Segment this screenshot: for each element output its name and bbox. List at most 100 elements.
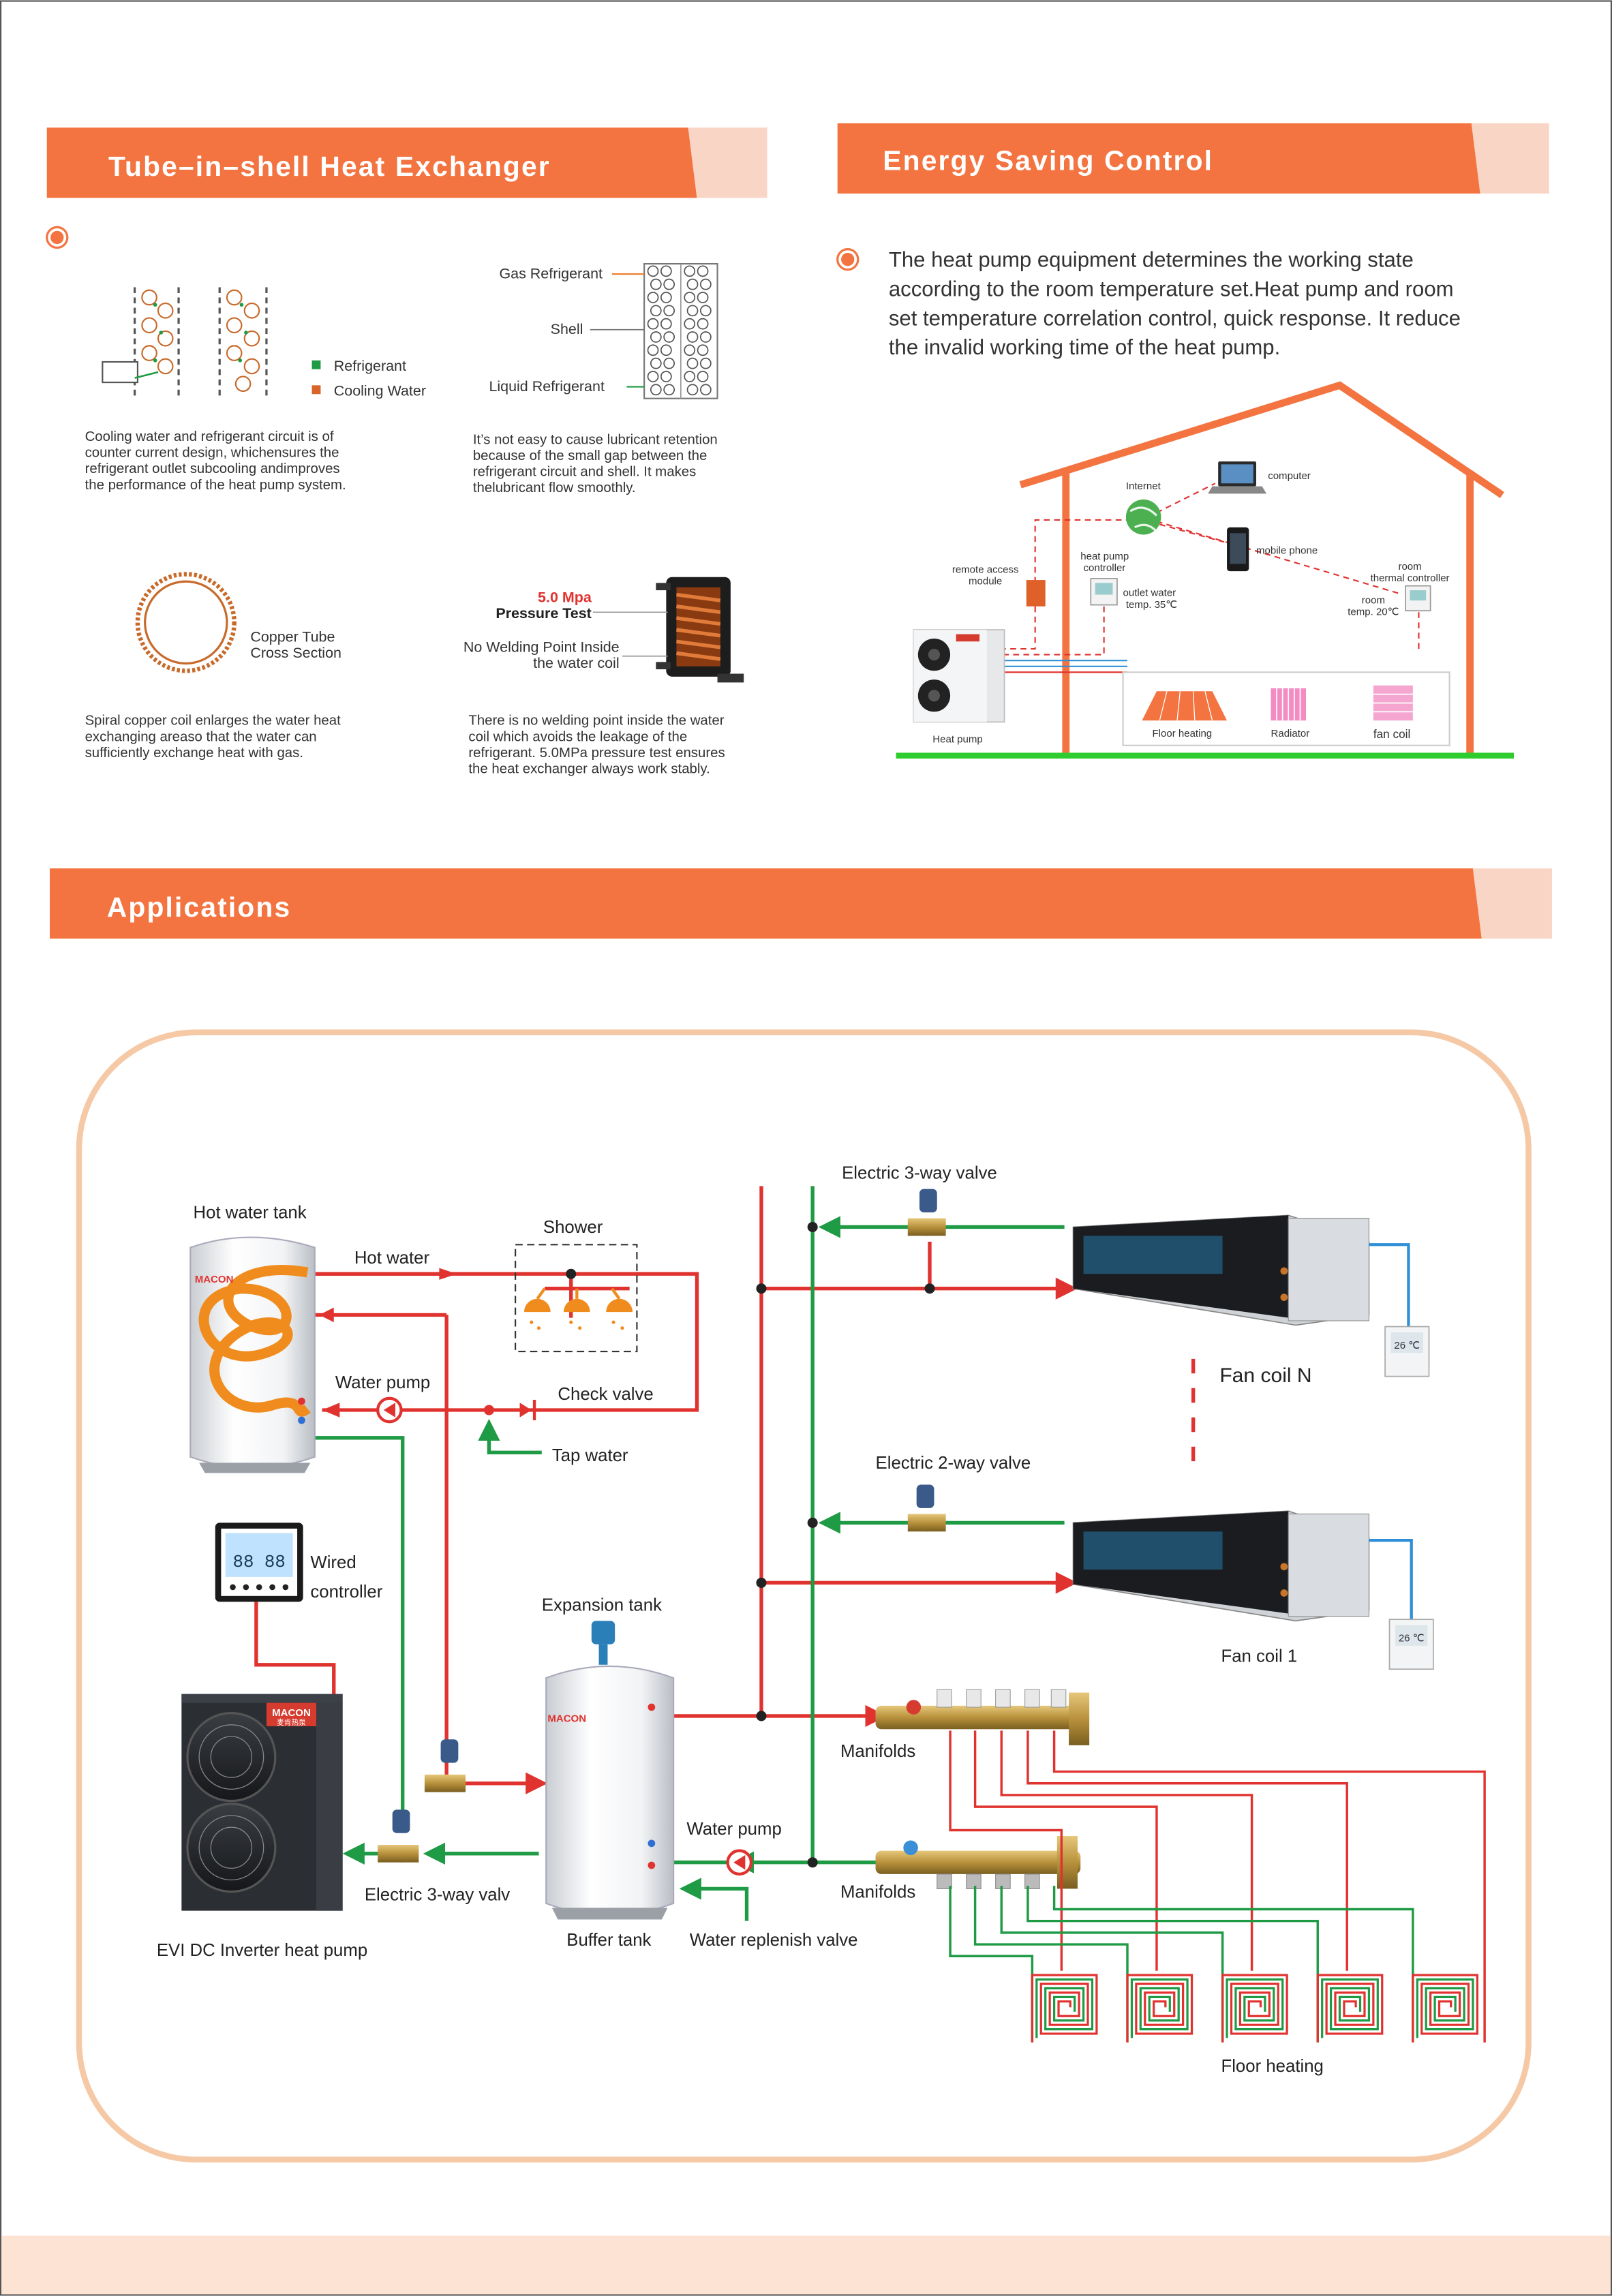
wired-controller: 88 88	[215, 1522, 303, 1602]
shell-tube	[660, 292, 672, 303]
hp-controller-label1: heat pump	[1080, 551, 1129, 562]
fan-coil-label: fan coil	[1373, 727, 1410, 741]
tank-brand: MACON	[195, 1274, 234, 1285]
section-title-tube: Tube–in–shell Heat Exchanger	[108, 151, 551, 182]
desc1-line3: refrigerant outlet subcooling andimprove…	[85, 461, 340, 476]
energy-desc-line2: according to the room temperature set.He…	[889, 277, 1454, 301]
shell-tube	[650, 384, 662, 396]
hot-water-label: Hot water	[354, 1249, 430, 1268]
room-temp-label1: room	[1362, 594, 1385, 606]
unit-brand-cn: 麦肯热泵	[277, 1718, 306, 1727]
legend-cooling-water: Cooling Water	[334, 382, 426, 399]
shell-tube	[647, 318, 659, 330]
remote-access-label2: module	[969, 576, 1002, 587]
mobile-phone-label: mobile phone	[1256, 545, 1318, 556]
shell-tube	[663, 357, 675, 369]
electric-2way-valve-icon	[907, 1484, 946, 1532]
shell-tube	[686, 357, 699, 369]
shell-tube	[699, 305, 712, 317]
fan-coil-icon	[1373, 685, 1413, 721]
floor-spiral	[1226, 1978, 1284, 2038]
copper-label-line2: Cross Section	[250, 645, 341, 661]
footer-band	[1, 2235, 1611, 2295]
shell-tube	[684, 292, 696, 303]
manifold-supply	[875, 1689, 1090, 1745]
floor-spiral	[1321, 1978, 1379, 2038]
unit-brand: MACON	[272, 1707, 311, 1719]
fan-coil-n-unit	[1072, 1214, 1370, 1326]
water-pump-label-dhw: Water pump	[335, 1373, 430, 1392]
heat-pump-unit-small	[913, 629, 1005, 723]
section-header-tube: Tube–in–shell Heat Exchanger	[46, 127, 767, 198]
shell-tube	[686, 278, 699, 290]
legend-refrigerant: Refrigerant	[334, 358, 406, 374]
section-header-energy: Energy Saving Control	[837, 123, 1549, 194]
hp-controller-label2: controller	[1084, 562, 1126, 574]
applications-frame	[76, 1029, 1532, 2163]
manifolds-label-upper: Manifolds	[840, 1742, 915, 1761]
shell-tube	[647, 371, 659, 382]
check-valve-icon	[519, 1399, 536, 1421]
shell-tube	[684, 371, 696, 382]
description-no-welding: There is no welding point inside the wat…	[468, 714, 725, 777]
heating-coil	[198, 1265, 311, 1417]
no-welding-line2: the water coil	[533, 655, 620, 671]
desc2-line3: refrigerant circuit and shell. It makes	[473, 465, 697, 480]
buffer-tank: MACON	[545, 1621, 675, 1920]
buffer-tank-label: Buffer tank	[566, 1931, 651, 1950]
evi-heat-pump-label: EVI DC Inverter heat pump	[157, 1941, 367, 1960]
shell-tube	[686, 331, 699, 343]
section-title-energy: Energy Saving Control	[883, 145, 1213, 177]
thermostat-icon: 26 ℃	[1384, 1326, 1430, 1377]
room-controller-label2: thermal controller	[1371, 572, 1450, 584]
floor-spiral	[1126, 1974, 1193, 2042]
shell-tube	[650, 278, 662, 290]
water-pump-icon	[376, 1396, 403, 1424]
thermostat-icon: 26 ℃	[1388, 1619, 1434, 1670]
wired-controller-label1: Wired	[310, 1553, 356, 1572]
shell-diagram: Gas Refrigerant Shell Liquid Refrigerant	[489, 263, 718, 399]
shell-tube	[686, 384, 699, 396]
shell-tube	[697, 265, 709, 277]
shell-tube	[660, 344, 672, 356]
water-pump-icon	[726, 1849, 753, 1876]
pressure-value: 5.0 Mpa	[538, 589, 592, 605]
section-header-applications: Applications	[50, 868, 1552, 939]
floor-heating-icon	[1142, 691, 1228, 721]
electric-3way-valve-label-left: Electric 3-way valv	[365, 1886, 510, 1905]
water-replenish-label: Water replenish valve	[690, 1931, 858, 1950]
shell-tube	[697, 371, 709, 382]
energy-desc-line1: The heat pump equipment determines the w…	[889, 247, 1414, 271]
evi-heat-pump-unit: MACON 麦肯热泵	[181, 1694, 343, 1911]
shell-tube	[684, 265, 696, 277]
description-counter-current: Cooling water and refrigerant circuit is…	[85, 429, 346, 493]
buffer-brand: MACON	[547, 1713, 586, 1725]
water-coil-image: 5.0 Mpa Pressure Test No Welding Point I…	[463, 577, 744, 683]
water-pump-label-main: Water pump	[686, 1820, 781, 1839]
shell-tube	[663, 384, 675, 396]
desc3-line3: sufficiently exchange heat with gas.	[85, 746, 303, 761]
svg-text:26 ℃: 26 ℃	[1394, 1340, 1420, 1351]
shell-tube	[660, 371, 672, 382]
shell-tube	[647, 265, 659, 277]
shell-tube	[699, 357, 712, 369]
energy-desc-line3: set temperature correlation control, qui…	[889, 306, 1461, 330]
shell-tube	[699, 278, 712, 290]
floor-heating-spirals	[1031, 1974, 1478, 2042]
floor-spiral	[1130, 1978, 1189, 2038]
shell-tube	[686, 305, 699, 317]
shell-tube	[697, 318, 709, 330]
shell-tube	[650, 331, 662, 343]
section-title-applications: Applications	[107, 891, 292, 923]
heat-pump-label: Heat pump	[932, 733, 982, 745]
internet-label: Internet	[1126, 480, 1161, 492]
copper-tube-cross-section: Copper Tube Cross Section	[135, 572, 341, 673]
desc4-line3: refrigerant. 5.0MPa pressure test ensure…	[468, 746, 725, 761]
wired-controller-label2: controller	[310, 1582, 382, 1602]
room-temp-label2: temp. 20℃	[1348, 607, 1399, 618]
shell-label: Shell	[551, 321, 583, 337]
no-welding-line1: No Welding Point Inside	[463, 639, 620, 655]
radiator-label: Radiator	[1271, 728, 1310, 739]
tap-water-label: Tap water	[552, 1446, 628, 1465]
